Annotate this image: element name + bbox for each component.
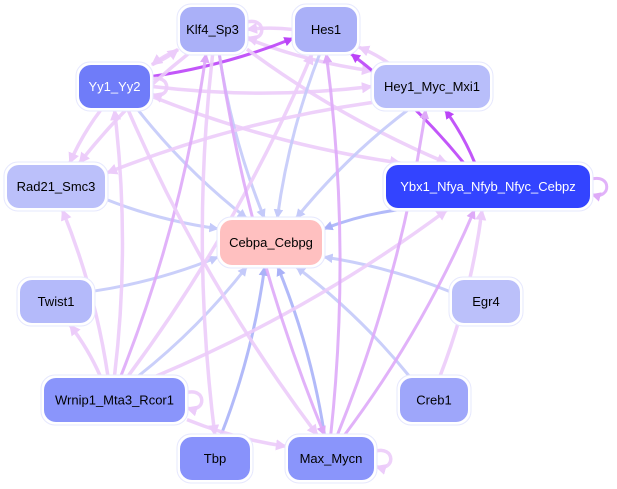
node-box (79, 65, 150, 108)
node-label: Ybx1_Nfya_Nfyb_Nfyc_Cebpz (400, 179, 576, 194)
node-box (452, 280, 520, 323)
edge-max_mycn-to-hey1_myc_mxi1 (335, 109, 430, 436)
edge-wrnip1_mta3_rcor1-to-cebpa_cebpg (137, 266, 248, 378)
node-klf4_sp3[interactable]: Klf4_Sp3 (176, 3, 249, 56)
edge-ybx1_nfya_nfyb_nfyc_cebpz-to-hey1_myc_mxi1 (443, 109, 477, 164)
edge-max_mycn-to-ybx1_nfya_nfyb_nfyc_cebpz (343, 209, 476, 436)
edge-wrnip1_mta3_rcor1-to-ybx1_nfya_nfyb_nfyc_cebpz (155, 208, 448, 378)
node-label: Wrnip1_Mta3_Rcor1 (55, 393, 174, 408)
node-ybx1_nfya_nfyb_nfyc_cebpz[interactable]: Ybx1_Nfya_Nfyb_Nfyc_Cebpz (382, 161, 594, 212)
node-label: Creb1 (416, 393, 451, 408)
edge-klf4_sp3-to-cebpa_cebpg (217, 53, 266, 219)
node-box (386, 165, 590, 208)
node-cebpa_cebpg[interactable]: Cebpa_Cebpg (216, 216, 326, 269)
edge-creb1-to-cebpa_cebpg (295, 265, 411, 377)
edge-rad21_smc3-to-cebpa_cebpg (106, 198, 219, 233)
edge-wrnip1_mta3_rcor1-to-klf4_sp3 (119, 53, 210, 377)
edge-tbp-to-cebpa_cebpg (219, 266, 269, 436)
node-wrnip1_mta3_rcor1[interactable]: Wrnip1_Mta3_Rcor1 (40, 374, 189, 426)
edge-hey1_myc_mxi1-to-hes1 (357, 45, 390, 65)
node-tbp[interactable]: Tbp (176, 433, 254, 484)
edge-yy1_yy2-to-hes1 (151, 37, 294, 78)
node-box (374, 65, 490, 108)
edge-wrnip1_mta3_rcor1-to-wrnip1_mta3_rcor1 (184, 390, 204, 417)
edge-ybx1_nfya_nfyb_nfyc_cebpz-to-ybx1_nfya_nfyb_nfyc_cebpz (589, 176, 609, 202)
edge-hes1-to-cebpa_cebpg (273, 53, 322, 219)
edge-max_mycn-to-hes1 (322, 53, 342, 436)
edge-yy1_yy2-to-klf4_sp3 (151, 48, 180, 67)
edge-yy1_yy2-to-rad21_smc3 (68, 108, 103, 165)
node-rad21_smc3[interactable]: Rad21_Smc3 (3, 161, 109, 212)
edge-max_mycn-to-cebpa_cebpg (276, 266, 326, 436)
edge-hey1_myc_mxi1-to-cebpa_cebpg (295, 108, 409, 219)
edge-hes1-to-klf4_sp3 (245, 22, 294, 34)
edge-wrnip1_mta3_rcor1-to-yy1_yy2 (110, 108, 125, 377)
node-label: Yy1_Yy2 (88, 79, 140, 94)
node-label: Hey1_Myc_Mxi1 (384, 79, 480, 94)
node-box (7, 165, 105, 208)
node-twist1[interactable]: Twist1 (16, 276, 96, 327)
node-label: Hes1 (311, 22, 341, 37)
node-label: Klf4_Sp3 (186, 22, 239, 37)
node-box (44, 378, 185, 422)
node-box (180, 437, 250, 480)
edge-ybx1_nfya_nfyb_nfyc_cebpz-to-cebpa_cebpg (323, 208, 398, 231)
edge-yy1_yy2-to-max_mycn (126, 109, 319, 437)
node-label: Twist1 (38, 294, 75, 309)
edges-layer (60, 19, 609, 475)
edge-egr4-to-cebpa_cebpg (323, 253, 451, 294)
node-hes1[interactable]: Hes1 (291, 3, 361, 56)
node-yy1_yy2[interactable]: Yy1_Yy2 (75, 61, 154, 112)
node-box (400, 378, 468, 422)
node-box (180, 7, 245, 52)
edge-hey1_myc_mxi1-to-rad21_smc3 (105, 100, 373, 175)
node-box (295, 7, 357, 52)
edge-yy1_yy2-to-hey1_myc_mxi1 (151, 82, 374, 95)
edge-yy1_yy2-to-cebpa_cebpg (136, 109, 248, 220)
node-box (220, 220, 322, 265)
node-box (20, 280, 92, 323)
node-label: Max_Mycn (300, 451, 363, 466)
node-label: Cebpa_Cebpg (229, 235, 313, 250)
edge-wrnip1_mta3_rcor1-to-twist1 (68, 323, 102, 377)
node-hey1_myc_mxi1[interactable]: Hey1_Myc_Mxi1 (370, 61, 494, 112)
node-creb1[interactable]: Creb1 (396, 374, 472, 426)
edge-max_mycn-to-max_mycn (373, 448, 393, 475)
node-label: Egr4 (472, 294, 499, 309)
node-egr4[interactable]: Egr4 (448, 276, 524, 327)
edge-klf4_sp3-to-klf4_sp3 (244, 19, 264, 46)
edge-klf4_sp3-to-tbp (200, 53, 220, 437)
node-max_mycn[interactable]: Max_Mycn (284, 433, 378, 484)
node-label: Tbp (204, 451, 226, 466)
node-box (288, 437, 374, 480)
node-label: Rad21_Smc3 (17, 179, 96, 194)
edge-yy1_yy2-to-yy1_yy2 (149, 76, 169, 103)
